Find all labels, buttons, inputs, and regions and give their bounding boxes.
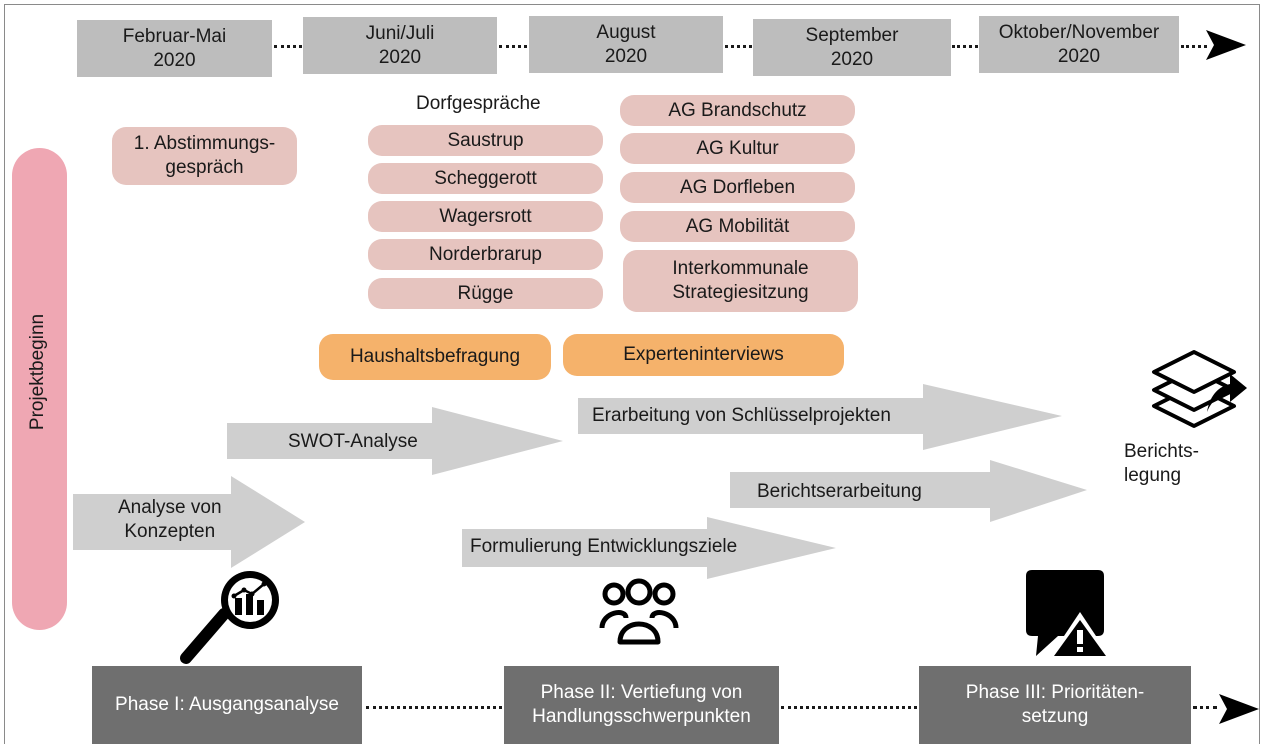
arrow-ziele-label: Formulierung Entwicklungsziele: [470, 536, 738, 557]
ag-dorfleben: AG Dorfleben: [620, 172, 855, 203]
timeline-dots: [274, 45, 302, 48]
timeline-arrowhead: [1206, 30, 1246, 60]
layers-share-icon: [1152, 350, 1247, 428]
warning-chat-icon: [1026, 570, 1112, 660]
arrow-analyse: [73, 476, 305, 568]
month-august: August 2020: [529, 16, 723, 73]
dorf-ruegge: Rügge: [368, 278, 603, 309]
abstimmungsgespraech: 1. Abstimmungs- gespräch: [112, 127, 297, 185]
timeline-dots: [952, 45, 978, 48]
month-juni-juli: Juni/Juli 2020: [303, 17, 497, 74]
group-people-icon: [599, 578, 679, 645]
arrow-bericht: [730, 460, 1087, 522]
dorfgespraeche-heading: Dorfgespräche: [416, 93, 541, 114]
month-feb-mai: Februar-Mai 2020: [77, 20, 272, 77]
phase-dots: [1193, 706, 1217, 709]
phase-1: Phase I: Ausgangsanalyse: [92, 666, 362, 744]
ag-mobilitaet: AG Mobilität: [620, 211, 855, 242]
ag-kultur: AG Kultur: [620, 133, 855, 164]
experteninterviews: Experteninterviews: [563, 334, 844, 376]
phase-3: Phase III: Prioritäten- setzung: [919, 666, 1191, 744]
diagram-frame: [4, 4, 1260, 744]
berichtslegung-label: Berichts- legung: [1124, 441, 1199, 486]
arrow-analyse-label: Analyse von Konzepten: [118, 497, 222, 542]
arrow-schluessel: [578, 384, 1062, 450]
arrow-swot: [227, 407, 563, 475]
dorf-scheggerott: Scheggerott: [368, 163, 603, 194]
dorf-saustrup: Saustrup: [368, 125, 603, 156]
dorf-norderbrarup: Norderbrarup: [368, 239, 603, 270]
arrow-ziele: [462, 517, 836, 579]
phase-dots: [366, 706, 502, 709]
ag-brandschutz: AG Brandschutz: [620, 95, 855, 126]
timeline-dots: [1181, 45, 1207, 48]
timeline-dots: [725, 45, 752, 48]
phase-dots: [781, 706, 917, 709]
phase-arrowhead: [1219, 694, 1259, 724]
timeline-dots: [499, 45, 527, 48]
arrow-swot-label: SWOT-Analyse: [288, 431, 418, 452]
month-okt-nov: Oktober/November 2020: [979, 16, 1179, 73]
projektbeginn-bar: [12, 148, 67, 630]
haushaltsbefragung: Haushaltsbefragung: [319, 334, 551, 380]
dorf-wagersrott: Wagersrott: [368, 201, 603, 232]
arrow-schluessel-label: Erarbeitung von Schlüsselprojekten: [592, 405, 891, 426]
interkommunale-strategiesitzung: Interkommunale Strategiesitzung: [623, 250, 858, 312]
month-september: September 2020: [753, 19, 951, 76]
magnifier-chart-icon: [180, 571, 279, 664]
phase-2: Phase II: Vertiefung von Handlungsschwer…: [504, 666, 779, 744]
arrow-bericht-label: Berichtserarbeitung: [757, 481, 922, 502]
projektbeginn-label: Projektbeginn: [27, 313, 48, 431]
